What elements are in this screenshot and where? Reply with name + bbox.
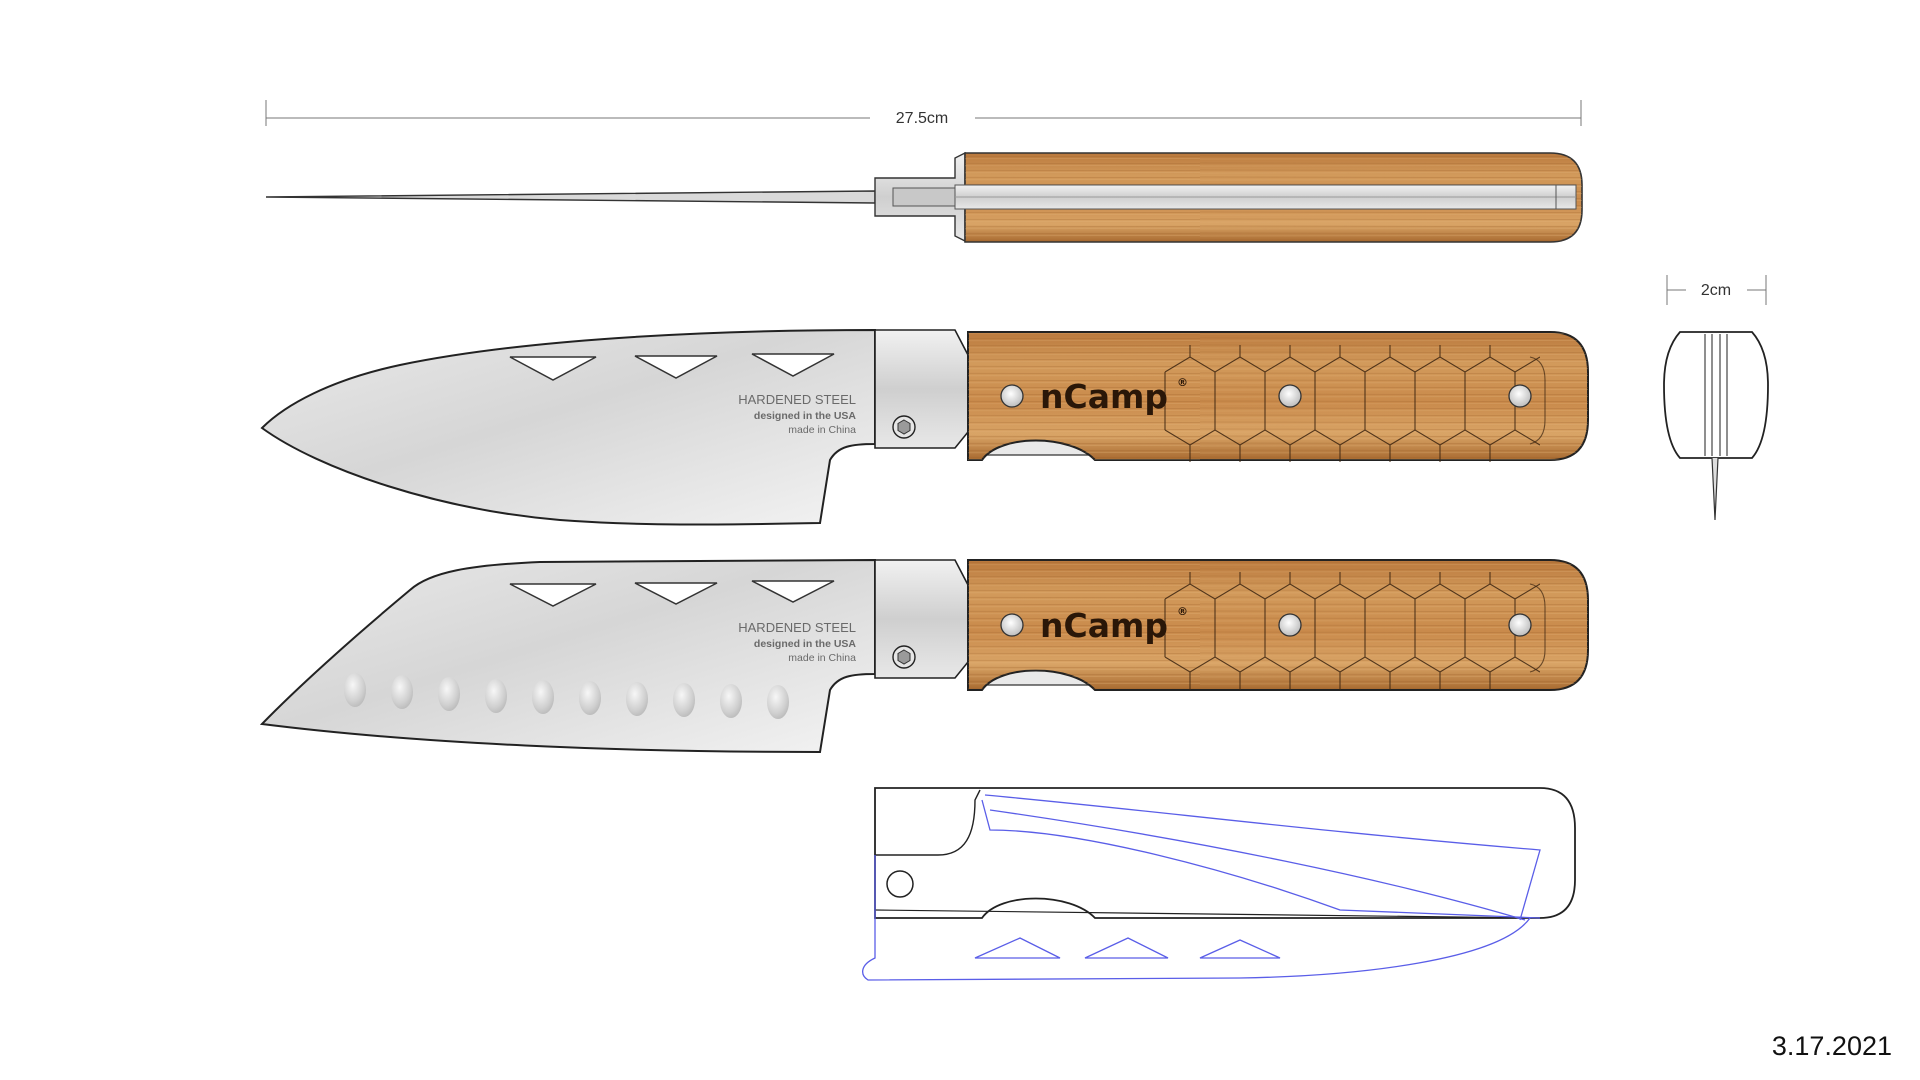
hex-screw-icon [892, 645, 916, 669]
blade-chef [260, 328, 876, 526]
lanyard-hole [886, 870, 914, 898]
blade-cutout [634, 355, 718, 379]
folded-handle-outline [874, 787, 1576, 919]
rivet-icon [1000, 384, 1024, 408]
overall-length-dimension: 27.5cm [265, 100, 1582, 127]
blade-cutout [509, 356, 597, 381]
blade-text-hardened-steel: HARDENED STEEL [738, 392, 856, 407]
brand-logo: nCamp [1040, 606, 1168, 645]
brand-registered-mark: ® [1177, 376, 1188, 389]
blade-cutout [509, 583, 597, 607]
blade-spine [265, 190, 876, 204]
honeycomb-engraving [1164, 345, 1540, 462]
handle-end-view: 2cm [1663, 275, 1769, 521]
rivet-icon [1278, 613, 1302, 637]
knife-chef-side-view: HARDENED STEEL designed in the USA made … [260, 328, 1589, 526]
hex-screw-icon [892, 415, 916, 439]
knife-santoku-side-view: HARDENED STEEL designed in the USA made … [259, 558, 1589, 754]
blade-cutout [751, 580, 835, 603]
blade-text-made-in-china: made in China [788, 652, 856, 664]
rivet-icon [1508, 613, 1532, 637]
overall-length-label: 27.5cm [896, 110, 948, 127]
rivet-icon [1278, 384, 1302, 408]
folded-blade-outline [862, 794, 1541, 981]
honeycomb-engraving [1164, 572, 1540, 690]
blade-edge-tip [1711, 457, 1719, 521]
knife-top-view [265, 151, 1583, 243]
rivet-icon [1000, 613, 1024, 637]
brand-registered-mark: ® [1177, 605, 1188, 618]
bolster [874, 329, 969, 449]
handle-width-label: 2cm [1701, 282, 1731, 299]
blade-text-made-in-china: made in China [788, 424, 856, 436]
blade-text-designed-in-usa: designed in the USA [754, 410, 857, 422]
blade-text-designed-in-usa: designed in the USA [754, 638, 857, 650]
rivet-icon [1508, 384, 1532, 408]
folded-knife-outline [862, 787, 1576, 981]
brand-logo: nCamp [1040, 377, 1168, 416]
granton-edge-scallops [344, 673, 789, 719]
bolster [874, 559, 969, 679]
blade-text-hardened-steel: HARDENED STEEL [738, 620, 856, 635]
drawing-date: 3.17.2021 [1772, 1031, 1892, 1061]
blade-cutout [751, 353, 835, 377]
blade-cutout [634, 582, 718, 605]
handle-cross-section [1663, 331, 1769, 459]
